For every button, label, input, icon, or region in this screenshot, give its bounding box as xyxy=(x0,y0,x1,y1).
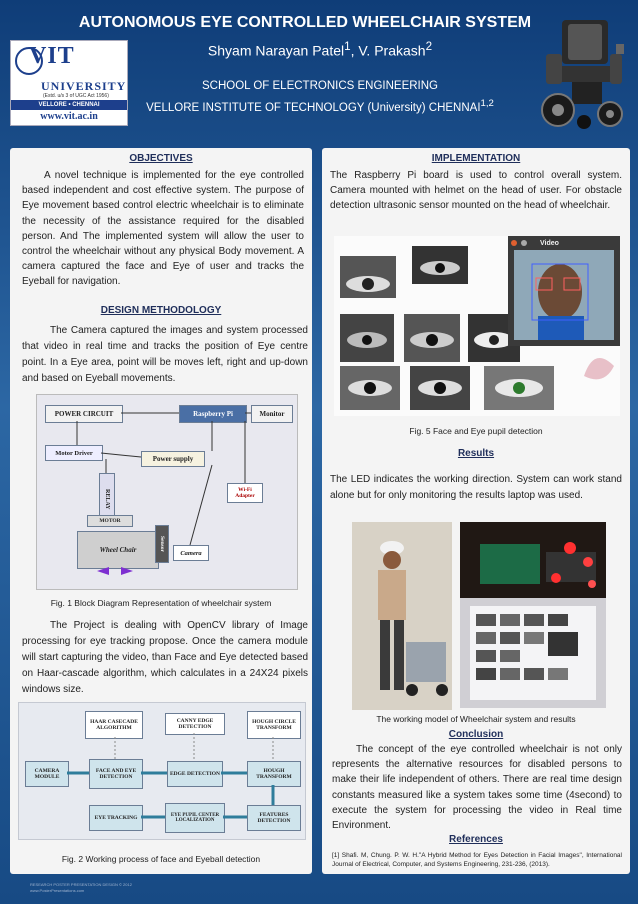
author-2: , V. Prakash xyxy=(350,42,426,59)
poster-authors: Shyam Narayan Patel1, V. Prakash2 xyxy=(140,40,500,59)
power-supply-box: Power supply xyxy=(141,451,205,467)
wheelchair-box: Wheel Chair xyxy=(77,531,159,569)
camera-box: Camera xyxy=(173,545,209,561)
project-text: The Project is dealing with OpenCV libra… xyxy=(22,620,308,695)
raspberry-pi-box: Raspberry Pi xyxy=(179,405,247,423)
flow-diagram-arrows xyxy=(67,733,275,819)
fig2-caption: Fig. 2 Working process of face and Eyeba… xyxy=(61,854,261,864)
footer-line-2: www.PosterPresentations.com xyxy=(30,888,85,893)
design-methodology-heading: DESIGN METHODOLOGY xyxy=(100,305,222,316)
laptop-results-photo xyxy=(460,598,606,708)
working-model-photo xyxy=(352,522,452,710)
implementation-heading: IMPLEMENTATION xyxy=(431,153,521,164)
objectives-heading: OBJECTIVES xyxy=(129,153,193,164)
references-text: [1] Shafi. M, Chung. P. W. H."A Hybrid M… xyxy=(332,852,622,868)
wheelchair-image xyxy=(541,20,624,129)
logo-established: (Estd. u/s 3 of UGC Act 1956) xyxy=(43,93,109,99)
block-diagram-arrows xyxy=(76,412,251,575)
laptop-screen-image xyxy=(460,598,606,708)
eye-detection-figure: Video xyxy=(334,236,620,416)
logo-url: www.vit.ac.in xyxy=(40,111,98,122)
conclusion-heading: Conclusion xyxy=(448,729,504,740)
block-diagram-figure: POWER CIRCUIT Raspberry Pi Monitor Motor… xyxy=(36,394,298,590)
working-model-caption: The working model of Wheelchair system a… xyxy=(376,714,576,724)
institute-name: VELLORE INSTITUTE OF TECHNOLOGY (Univers… xyxy=(120,98,520,114)
features-detection-box: FEATURES DETECTION xyxy=(247,805,301,831)
right-column: IMPLEMENTATION The Raspberry Pi board is… xyxy=(322,148,630,874)
logo-name: VIT xyxy=(29,43,75,69)
wifi-adapter-box: Wi-Fi Adapter xyxy=(227,483,263,503)
face-eye-detection-box: FACE AND EYE DETECTION xyxy=(89,759,143,789)
eye-detection-image xyxy=(340,236,620,410)
fig1-caption: Fig. 1 Block Diagram Representation of w… xyxy=(50,598,272,608)
left-column: OBJECTIVES A novel technique is implemen… xyxy=(10,148,312,874)
university-logo: VIT UNIVERSITY (Estd. u/s 3 of UGC Act 1… xyxy=(10,40,128,126)
person-with-wheelchair-image xyxy=(352,522,452,710)
motor-box: MOTOR xyxy=(87,515,133,527)
design-methodology-text: The Camera captured the images and syste… xyxy=(22,325,308,384)
fig5-caption: Fig. 5 Face and Eye pupil detection xyxy=(409,426,543,436)
results-text: The LED indicates the working direction.… xyxy=(330,474,622,501)
edge-detection-box: EDGE DETECTION xyxy=(167,761,223,787)
poster-title: AUTONOMOUS EYE CONTROLLED WHEELCHAIR SYS… xyxy=(78,14,532,31)
implementation-text: The Raspberry Pi board is used to contro… xyxy=(330,170,622,212)
institute-affiliation: 1,2 xyxy=(480,98,494,109)
school-name: SCHOOL OF ELECTRONICS ENGINEERING xyxy=(202,80,438,92)
video-window-label: Video xyxy=(540,240,559,247)
poster-header: VIT UNIVERSITY (Estd. u/s 3 of UGC Act 1… xyxy=(0,0,638,145)
relay-box: RELAY xyxy=(99,473,115,525)
logo-university: UNIVERSITY xyxy=(41,79,127,93)
author-2-affiliation: 2 xyxy=(425,40,433,53)
results-heading: Results xyxy=(457,448,495,459)
author-1-affiliation: 1 xyxy=(344,40,351,53)
pupil-localization-box: EYE PUPIL CENTER LOCALIZATION xyxy=(165,803,225,833)
led-circuit-photo xyxy=(460,522,606,606)
seal-icon xyxy=(15,47,43,75)
led-board-image xyxy=(460,522,606,606)
canny-edge-box: CANNY EDGE DETECTION xyxy=(165,713,225,735)
haar-cascade-box: HAAR CASECADE ALGORITHM xyxy=(85,711,143,739)
author-1: Shyam Narayan Patel xyxy=(207,42,345,59)
conclusion-text: The concept of the eye controlled wheelc… xyxy=(332,744,622,832)
footer-line-1: RESEARCH POSTER PRESENTATION DESIGN © 20… xyxy=(30,882,132,887)
flow-diagram-figure: HAAR CASECADE ALGORITHM CANNY EDGE DETEC… xyxy=(18,702,306,840)
institute-label: VELLORE INSTITUTE OF TECHNOLOGY (Univers… xyxy=(146,101,481,114)
hough-circle-box: HOUGH CIRCLE TRANSFORM xyxy=(247,711,301,739)
objectives-text: A novel technique is implemented for the… xyxy=(22,170,304,288)
logo-band: VELLORE • CHENNAI xyxy=(11,100,127,110)
camera-module-box: CAMERA MODULE xyxy=(25,761,69,787)
references-heading: References xyxy=(449,834,503,845)
footer-credit: RESEARCH POSTER PRESENTATION DESIGN © 20… xyxy=(30,882,132,894)
sensor-box: Sensor xyxy=(155,525,169,563)
monitor-box: Monitor xyxy=(251,405,293,423)
power-circuit-box: POWER CIRCUIT xyxy=(45,405,123,423)
